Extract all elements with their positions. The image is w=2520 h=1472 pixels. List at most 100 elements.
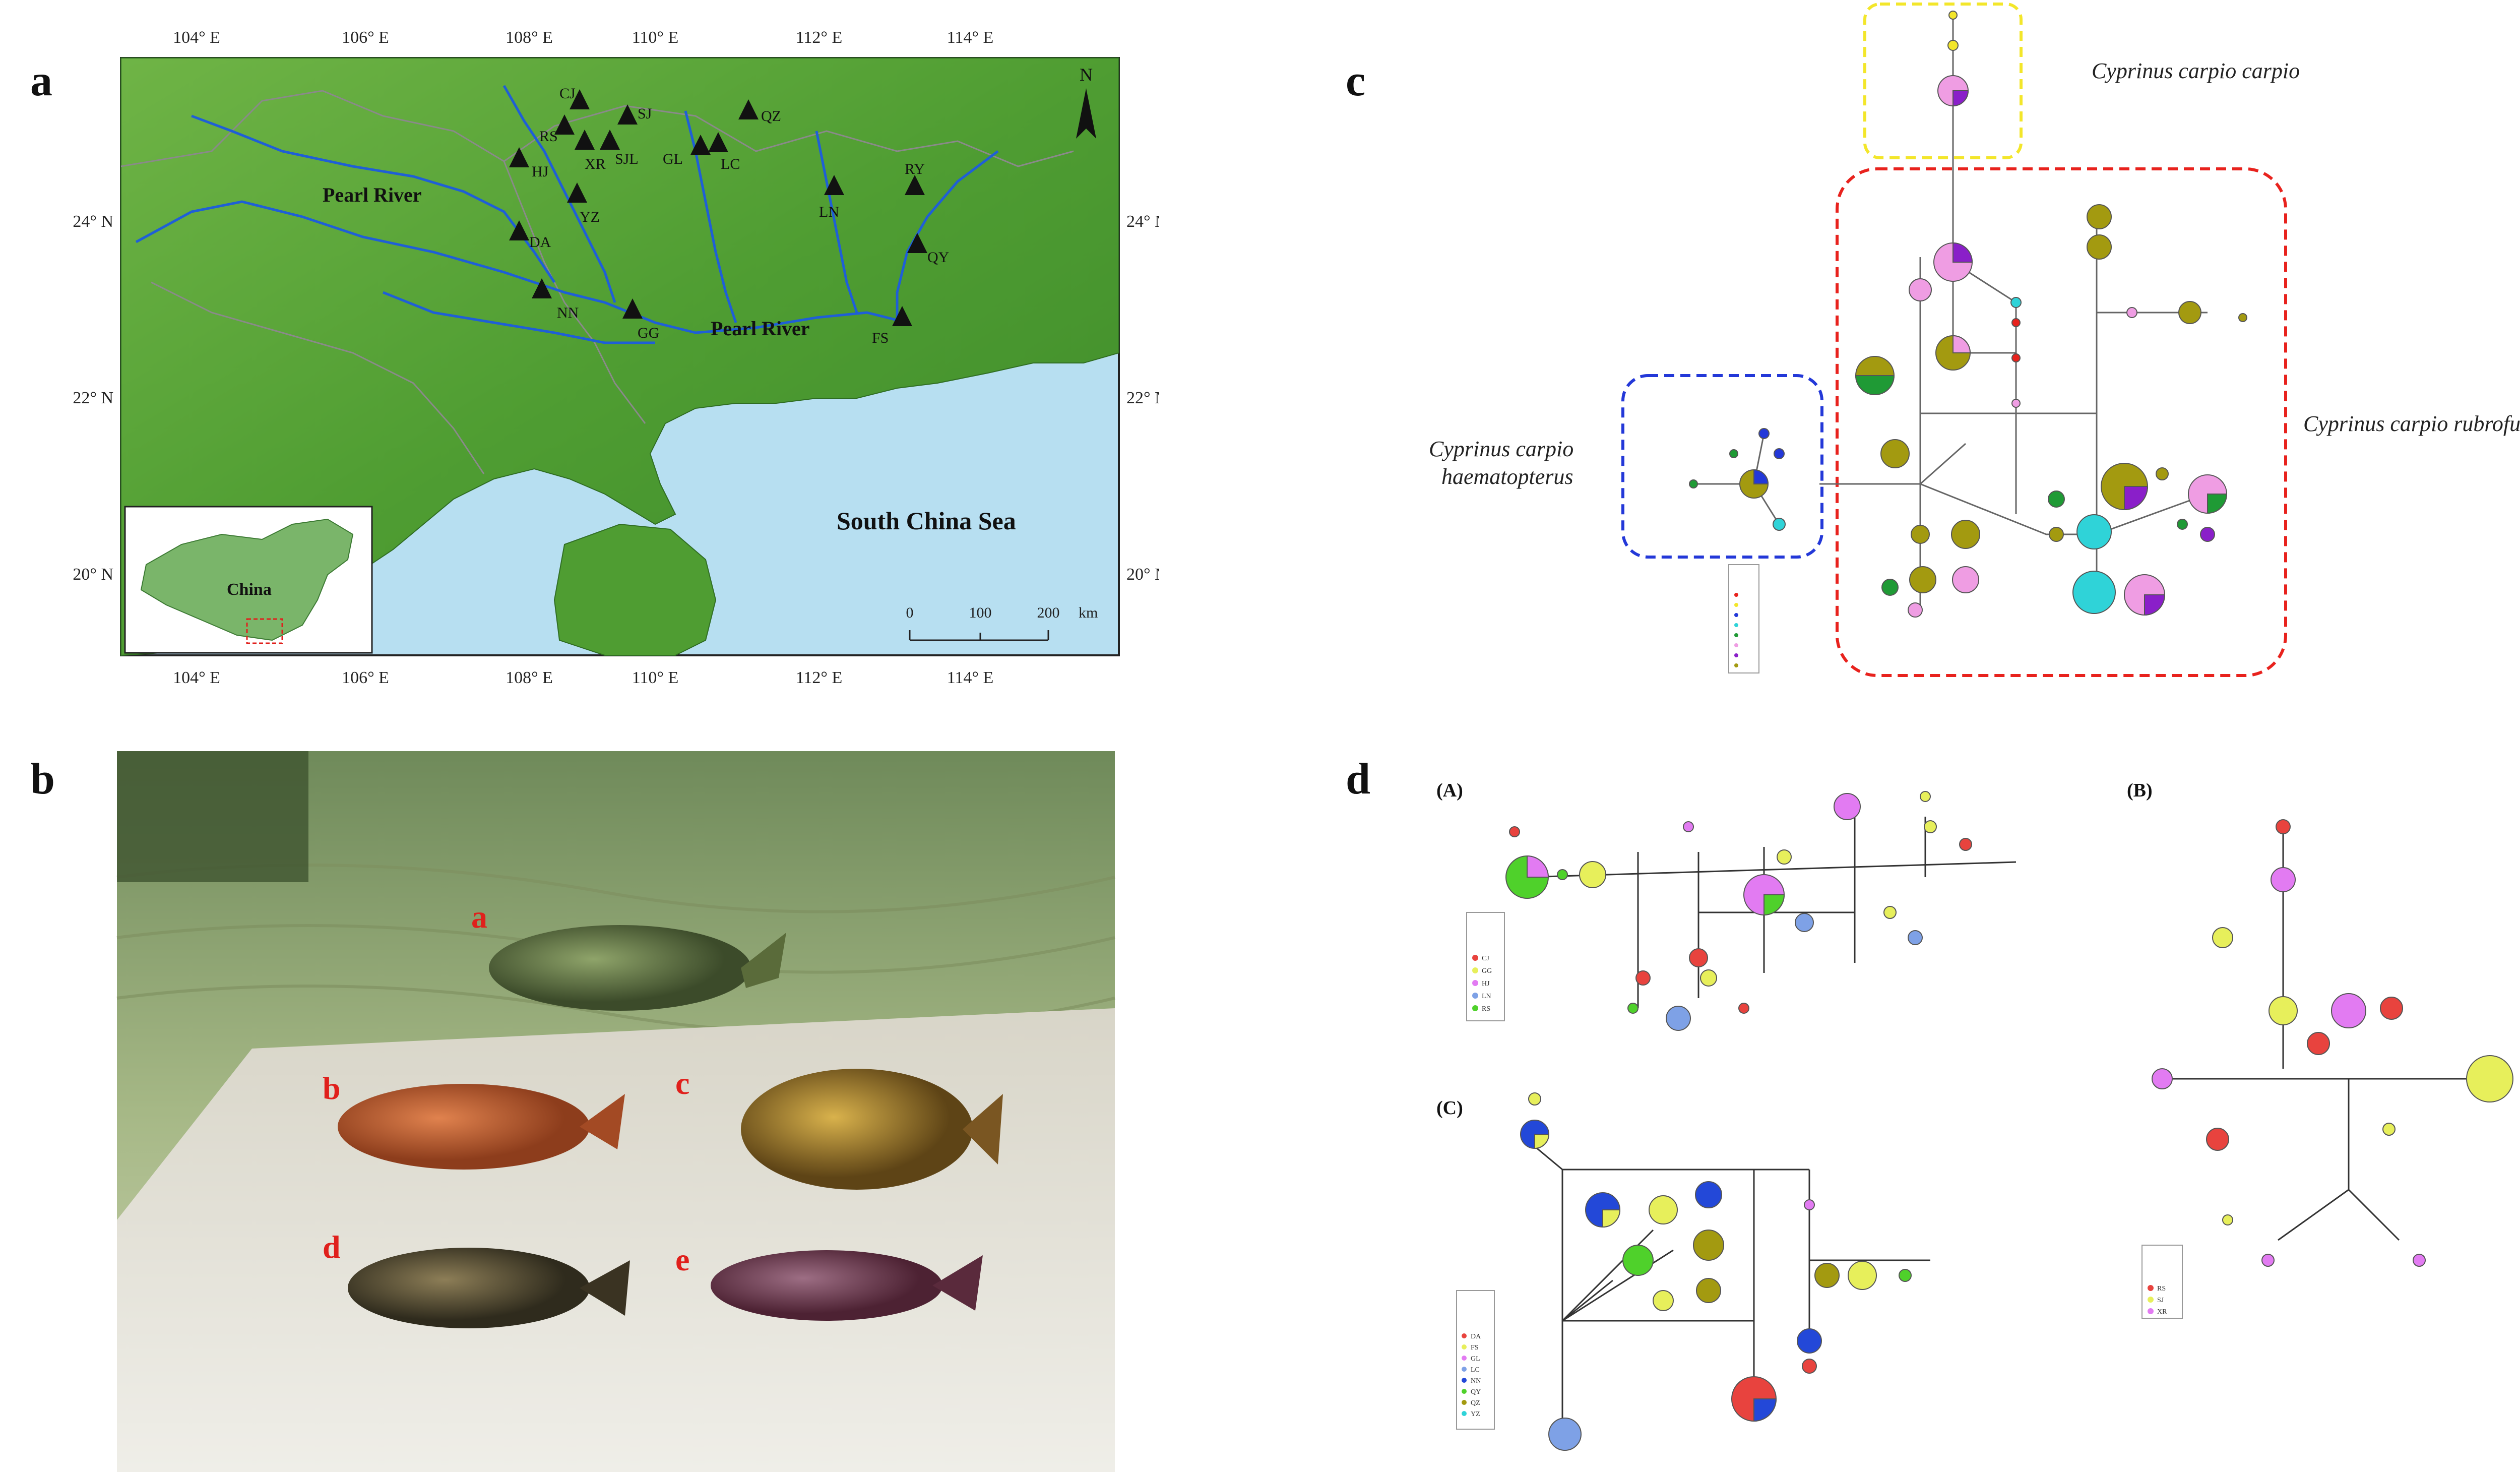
svg-text:km: km [1079,604,1098,621]
legend-C-item: LC [1471,1366,1480,1374]
legend-A-item: LN [1482,993,1491,1000]
site-label: GG [638,325,659,341]
site-label: SJL [615,151,639,167]
sublabel-B: (B) [2127,780,2153,801]
legend-A-item: CJ [1482,955,1489,962]
lat-tick: 20° N [1126,565,1159,584]
site-marker-icon [622,298,643,319]
lat-tick: 20° N [73,565,113,584]
site-marker-icon [738,99,759,119]
sea-label: South China Sea [837,507,1016,535]
site-marker-icon [575,130,595,150]
inset-china-label: China [227,580,272,599]
site-marker-icon [554,114,575,135]
legend-C-item: FS [1471,1344,1479,1352]
site-marker-icon [567,182,587,203]
river-label-upper: Pearl River [323,183,422,206]
legend-C-item: DA [1471,1333,1481,1340]
site-marker-icon [509,220,529,240]
lon-tick: 106° E [342,28,389,47]
site-marker-icon [905,175,925,195]
rubrofuscus-group-box [1836,167,2287,677]
network-A [1505,791,2017,1031]
site-label: LN [819,204,839,220]
site-label: QY [927,249,949,266]
site-marker-icon [570,89,590,109]
haplotype-network-d: (A) (B) (C) [1436,780,2513,1451]
lon-tick: 112° E [796,668,843,686]
lon-ticks-top: 104° E 106° E 108° E 110° E 112° E 114° … [173,28,993,47]
haematopterus-group-box [1621,374,1823,559]
fish-labels: a b c d e [323,899,689,1277]
site-label: RS [539,128,558,145]
site-marker-icon [532,278,552,298]
panel-label-d: d [1346,755,1370,804]
fish-a [489,925,786,1011]
svg-text:N: N [1080,65,1093,85]
lon-ticks-bottom: 104° E 106° E 108° E 110° E 112° E 114° … [173,668,993,686]
site-marker-icon [690,135,711,155]
lat-ticks-left: 24° N 22° N 20° N [73,212,113,584]
hainan-island [553,523,717,656]
legend-C-item: QY [1471,1388,1481,1396]
lon-tick: 106° E [342,668,389,686]
svg-text:200: 200 [1037,604,1060,621]
label-rubrofuscus: Cyprinus carpio rubrofuscus [2303,411,2520,436]
legend-C: DA FS GL LC NN QY QZ YZ [1456,1290,1495,1430]
site-label: YZ [580,209,600,225]
lon-tick: 110° E [632,668,679,686]
svg-text:100: 100 [969,604,992,621]
label-haematopterus-1: Cyprinus carpio [1429,437,1573,461]
fish-b [338,1084,625,1170]
site-marker-icon [907,233,927,253]
study-area-map: China 104° E 106° E 108° E 110° E 112° E… [73,28,1159,686]
fish-label-c: c [675,1065,689,1101]
legend-A: CJ GG HJ LN RS [1466,912,1505,1021]
svg-text:0: 0 [906,604,914,621]
panel-label-c: c [1346,56,1366,105]
lon-tick: 108° E [506,28,553,47]
sublabel-A: (A) [1436,780,1463,801]
lat-ticks-right: 24° N 22° N 20° N [1126,212,1159,584]
legend-B-item: SJ [2157,1297,2164,1304]
site-label: LC [721,156,740,172]
site-marker-icon [509,147,529,167]
inset-china-shape [140,518,354,641]
province-borders [120,90,1074,474]
legend-B-item: XR [2157,1308,2167,1316]
panel-label-b: b [30,755,55,804]
lon-tick: 112° E [796,28,843,47]
fish-label-a: a [471,899,487,935]
lon-tick: 104° E [173,28,220,47]
site-label: SJ [638,105,652,122]
site-marker-icon [600,130,620,150]
legend-C-item: QZ [1471,1399,1480,1407]
carpio-group-box [1863,3,2023,159]
sublabel-C: (C) [1436,1097,1463,1119]
river-label-lower: Pearl River [711,317,810,340]
site-marker-icon [892,306,912,326]
haplotype-network-c: Cyprinus carpio carpio Cyprinus carpio r… [1429,3,2520,677]
inset-study-area-box [246,618,283,644]
fish-label-e: e [675,1242,689,1277]
fish-photo: a b c d e [116,751,1115,1472]
site-label: QZ [761,108,781,125]
lon-tick: 114° E [947,28,994,47]
lat-tick: 24° N [73,212,113,231]
legend-B: RS SJ XR [2141,1245,2183,1319]
site-label: RY [905,161,925,177]
lat-tick: 22° N [73,389,113,407]
legend-A-item: HJ [1482,980,1490,988]
site-marker-icon [617,104,638,125]
legend-B-item: RS [2157,1285,2166,1293]
site-label: CJ [559,85,576,102]
legend-A-item: RS [1482,1005,1490,1013]
site-marker-icon [708,132,728,152]
site-label: DA [529,234,551,251]
panel-label-a: a [30,56,52,105]
lon-tick: 110° E [632,28,679,47]
network-nodes [1689,11,2247,618]
label-carpio: Cyprinus carpio carpio [2092,58,2300,83]
lat-tick: 22° N [1126,389,1159,407]
fish-c [741,1069,1003,1190]
